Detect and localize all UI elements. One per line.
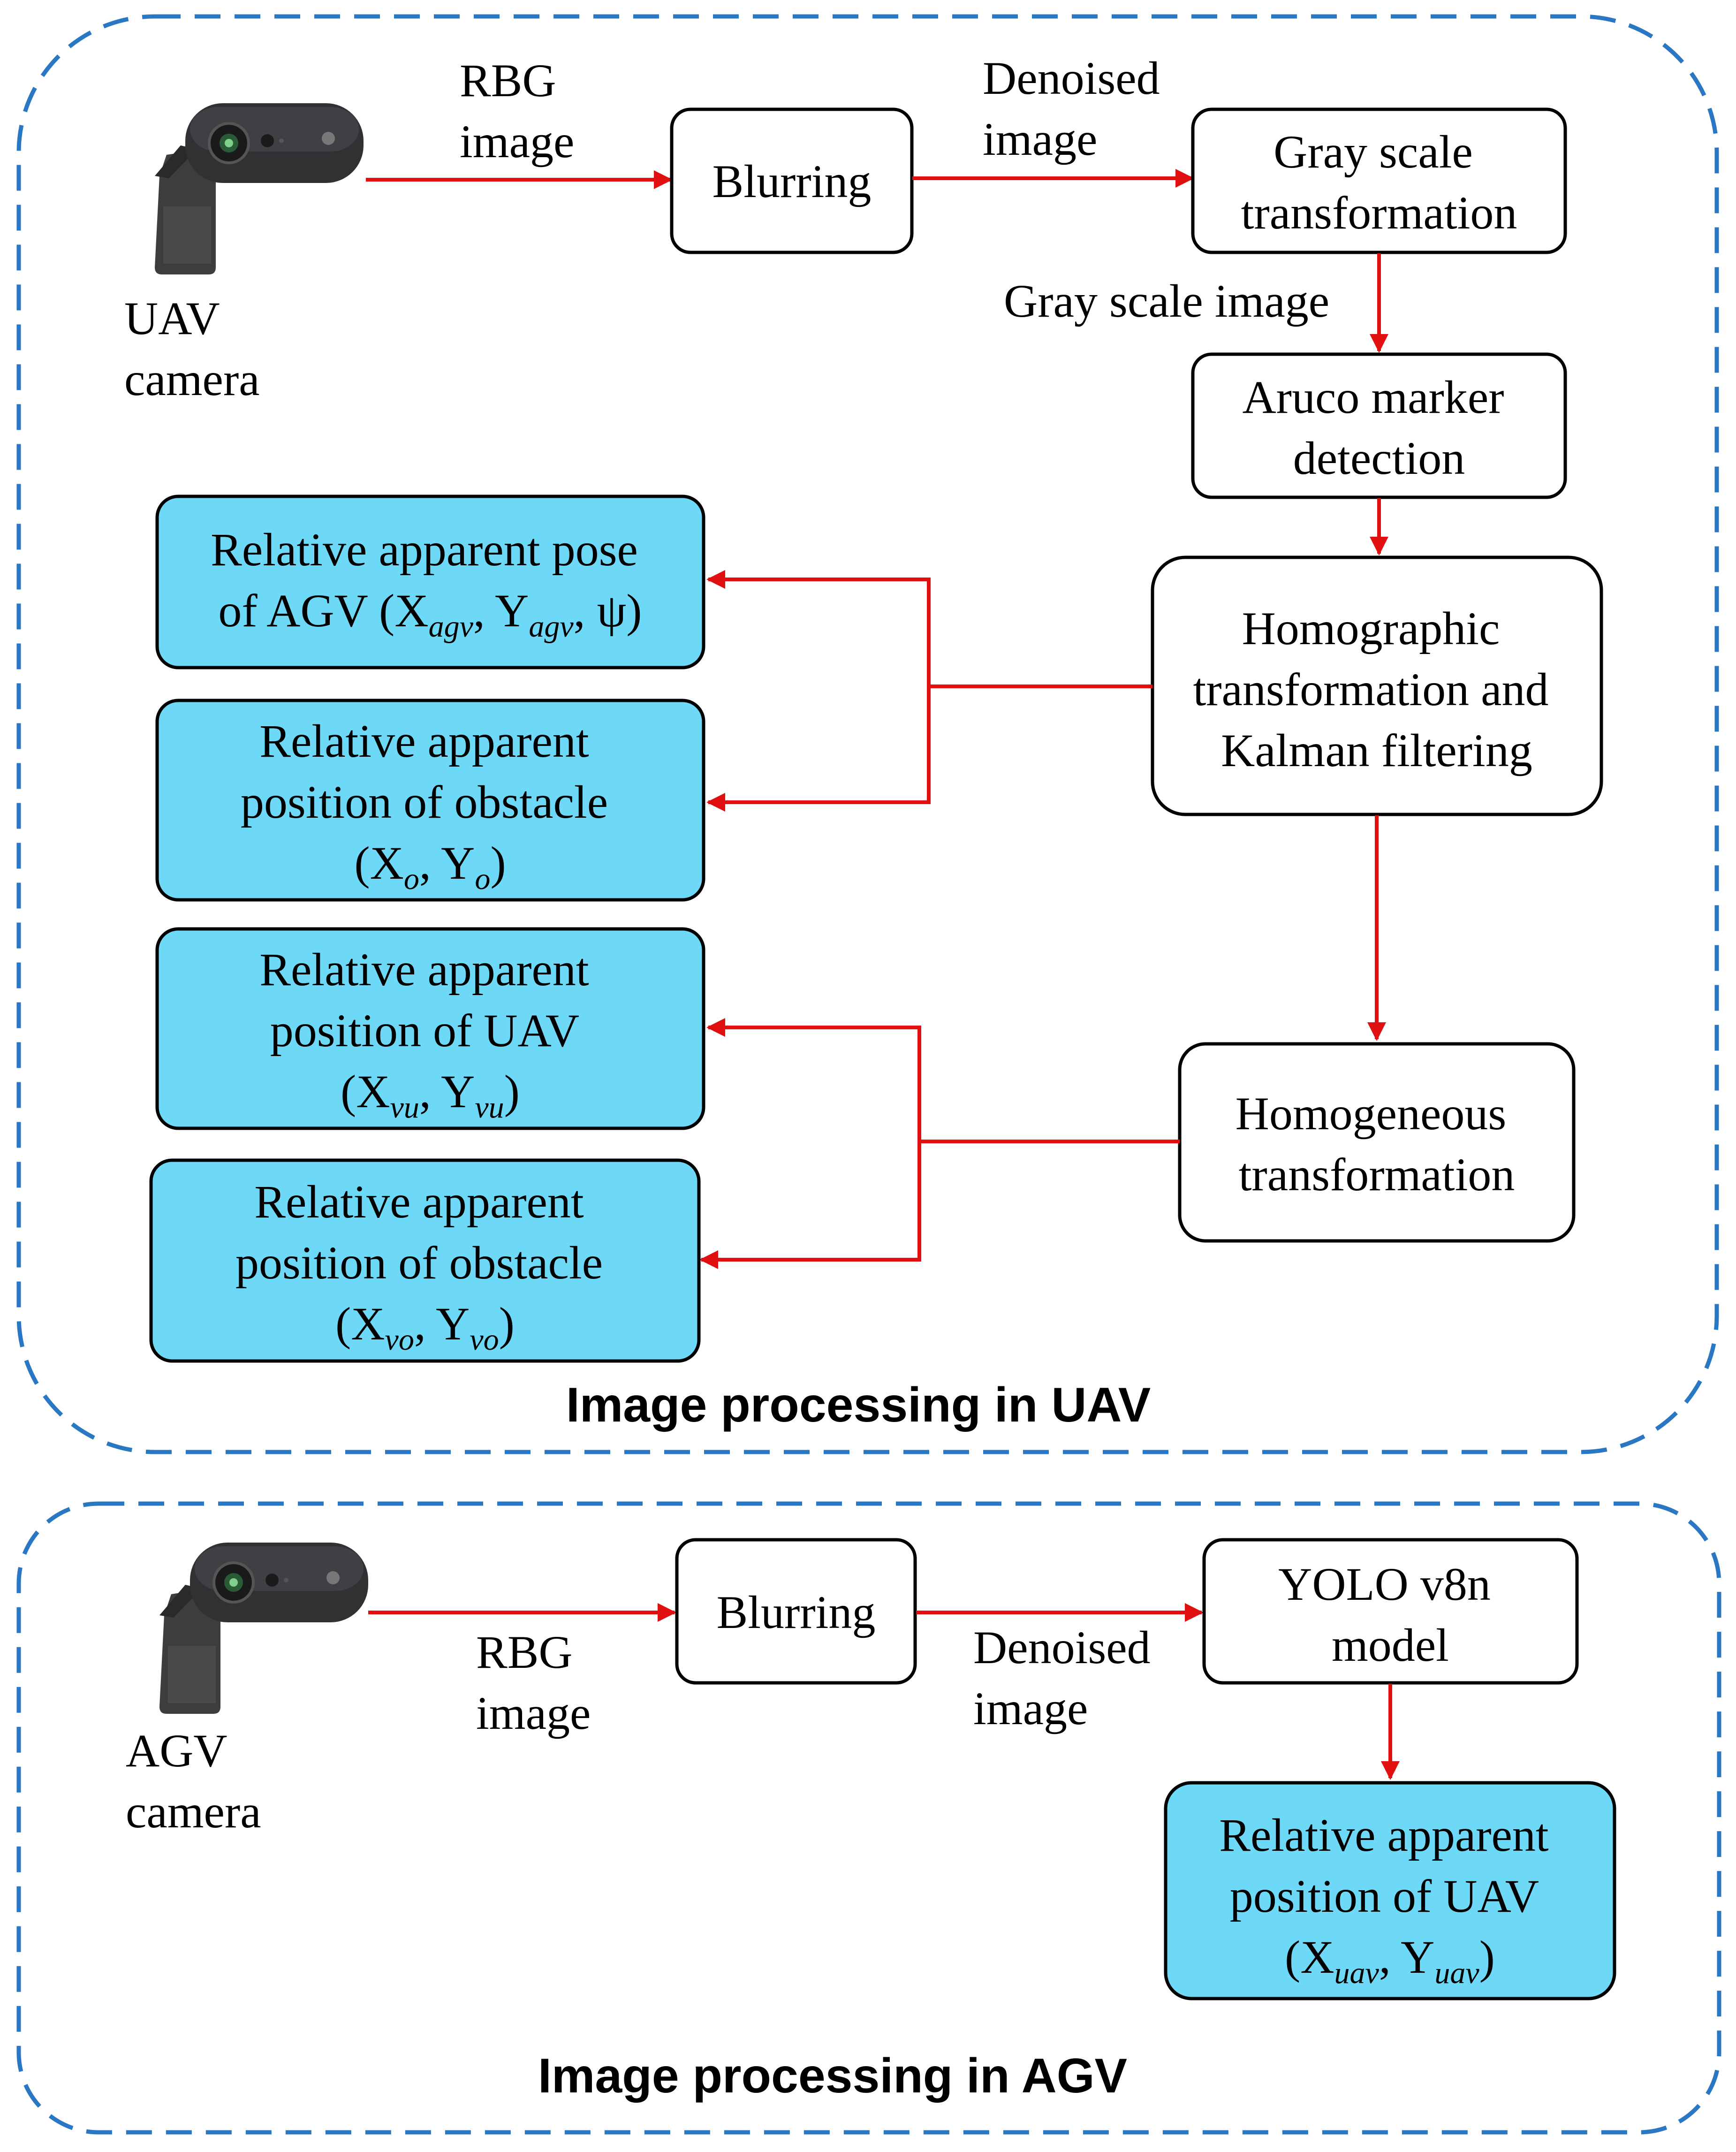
uav-edge-label-denoised-image: Denoised image (983, 52, 1172, 165)
agv-edge-label-rbg-image: RBG image (476, 1626, 591, 1739)
uav-output-obstacle-v-label: Relative apparent position of obstacle (… (235, 1176, 614, 1357)
uav-output-pose-agv-label: Relative apparent pose of AGV (Xagv, Yag… (211, 524, 650, 644)
uav-panel-border (16, 14, 1719, 1454)
uav-homogeneous-label: Homogeneous transformation (1236, 1087, 1518, 1201)
agv-output-position-uav-box (1164, 1781, 1616, 2000)
uav-arrow-to-pose-agv (706, 570, 931, 686)
uav-output-obstacle-label: Relative apparent position of obstacle (… (241, 715, 620, 896)
agv-blurring-label: Blurring (717, 1586, 876, 1638)
uav-grayscale-label: Gray scale transformation (1241, 126, 1517, 239)
uav-blurring-label: Blurring (713, 155, 872, 207)
agv-webcam-icon (159, 1543, 368, 1714)
uav-output-obstacle-v-box (149, 1158, 701, 1363)
agv-yolo-label: YOLO v8n model (1278, 1558, 1502, 1671)
agv-output-position-uav-label: Relative apparent position of UAV (Xuav,… (1219, 1809, 1560, 1990)
uav-homogeneous-box (1178, 1042, 1576, 1243)
agv-panel-border (16, 1501, 1721, 2135)
agv-yolo-box (1202, 1538, 1579, 1685)
uav-edge-label-rbg-image: RBG image (460, 54, 574, 167)
agv-panel-title: Image processing in AGV (538, 2049, 1127, 2103)
uav-panel-title: Image processing in UAV (566, 1378, 1151, 1432)
uav-arrow-to-obstacle-v (699, 1141, 921, 1269)
uav-aruco-label: Aruco marker detection (1242, 371, 1516, 484)
uav-output-position-uav-label: Relative apparent position of UAV (Xvu, … (259, 943, 600, 1125)
uav-output-obstacle-box (155, 699, 705, 902)
uav-aruco-box (1191, 352, 1567, 499)
uav-blurring-box (670, 107, 914, 254)
agv-edge-label-denoised-image: Denoised image (973, 1621, 1162, 1734)
uav-homographic-label: Homographic transformation and Kalman fi… (1193, 602, 1560, 776)
uav-output-pose-agv-box (155, 494, 705, 669)
uav-webcam-icon (155, 103, 364, 274)
uav-camera-label: UAV camera (124, 292, 260, 405)
uav-edge-label-gray-scale-image: Gray scale image (1004, 275, 1329, 327)
agv-camera-label: AGV camera (126, 1725, 261, 1838)
uav-arrow-to-position-uav (706, 1018, 921, 1141)
agv-blurring-box (675, 1538, 917, 1685)
uav-grayscale-box (1191, 107, 1567, 254)
uav-arrow-to-obstacle (706, 686, 931, 812)
uav-output-position-uav-box (155, 927, 705, 1130)
